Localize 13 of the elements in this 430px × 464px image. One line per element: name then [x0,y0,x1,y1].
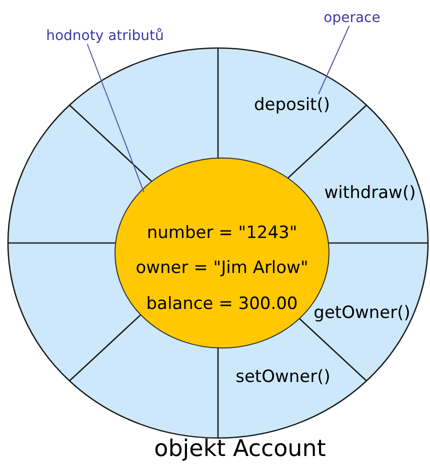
operation-label: withdraw() [324,183,416,203]
caption: objekt Account [154,436,326,462]
operation-label: deposit() [254,95,330,115]
leader-line [86,44,144,193]
attribute-value: number = "1243" [146,223,298,243]
callout-text: hodnoty atributů [46,28,164,44]
attribute-value: balance = 300.00 [146,294,298,314]
callout-text: operace [324,10,380,26]
leader-line [318,26,350,94]
operation-label: setOwner() [236,367,330,387]
attribute-value: owner = "Jim Arlow" [136,258,308,278]
object-ellipse [7,47,429,439]
operation-label: getOwner() [314,303,410,323]
